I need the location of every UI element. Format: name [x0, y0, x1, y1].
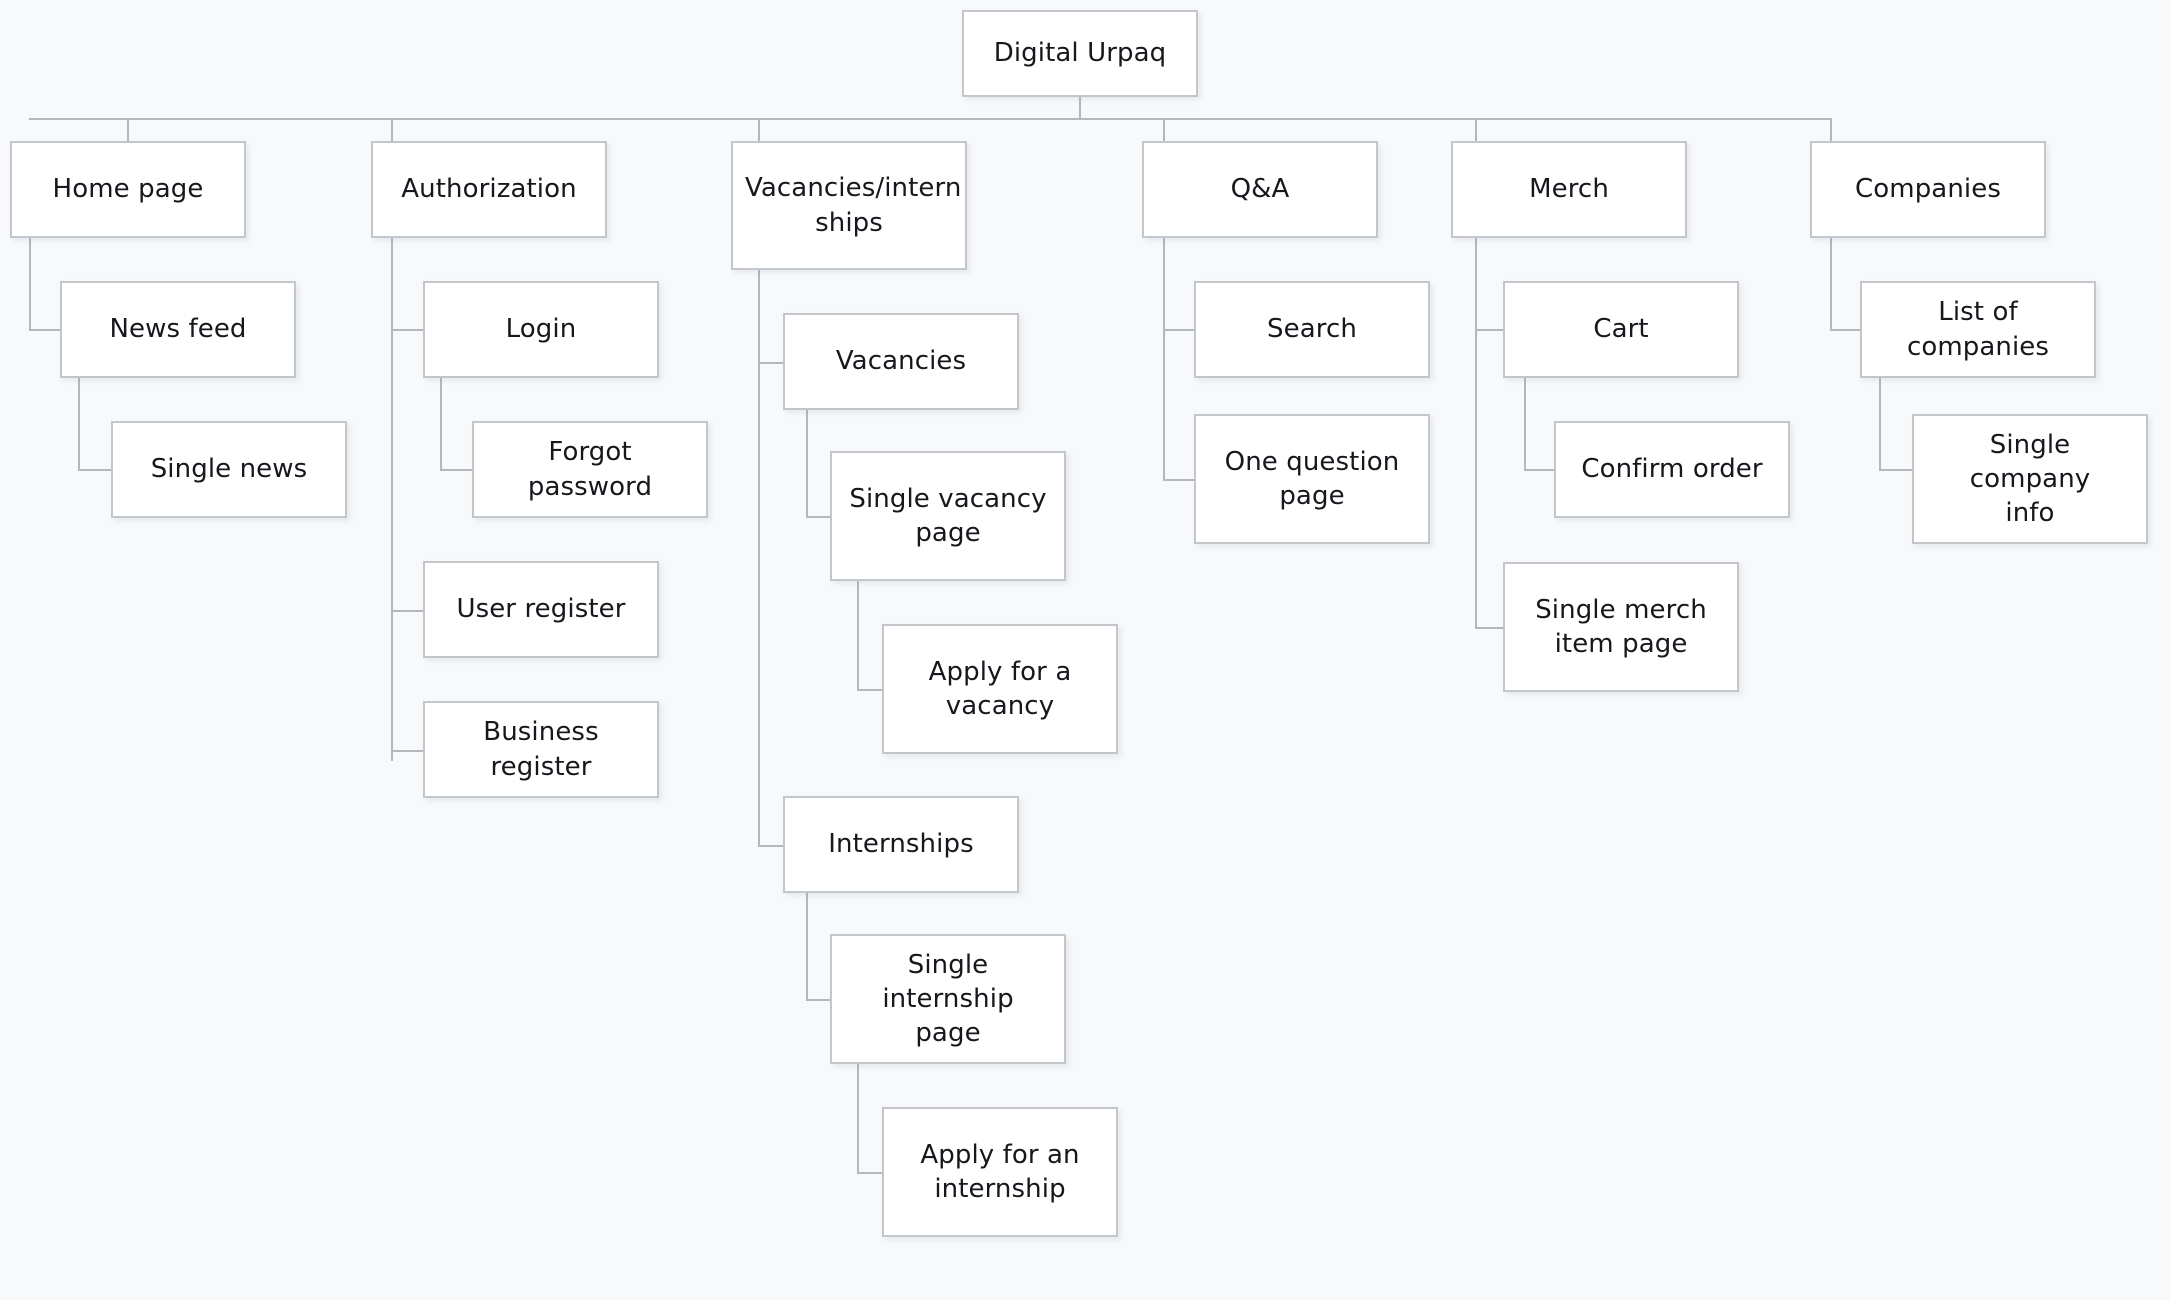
node-label: Cart [1593, 314, 1649, 345]
node-internships[interactable]: Internships [783, 796, 1019, 893]
node-label: Digital Urpaq [993, 38, 1167, 69]
connector-vacancies-internships-spine [758, 270, 760, 846]
connector-merch-spine [1475, 237, 1477, 629]
node-label: Authorization [401, 174, 577, 205]
node-search[interactable]: Search [1194, 281, 1430, 378]
node-label: Confirm order [1581, 454, 1763, 485]
node-news-feed[interactable]: News feed [60, 281, 296, 378]
connector-drop-merch [1475, 118, 1477, 142]
node-label: Home page [52, 174, 204, 205]
node-label: Q&A [1230, 174, 1290, 205]
node-single-internship-page[interactable]: Single internship page [830, 934, 1066, 1064]
node-list-of-companies[interactable]: List of companies [1860, 281, 2096, 378]
node-digital-urpaq[interactable]: Digital Urpaq [962, 10, 1198, 97]
connector-login-to-forgot-password [440, 469, 475, 471]
node-label: Internships [828, 829, 974, 860]
connector-list-companies-spine [1879, 377, 1881, 470]
connector-auth-to-login [391, 329, 426, 331]
node-label: Vacancies [835, 346, 967, 377]
connector-login-spine [440, 377, 442, 470]
node-single-merch-item-page[interactable]: Single merch item page [1503, 562, 1739, 692]
connector-list-to-single-company [1879, 469, 1912, 471]
node-label: Search [1267, 314, 1357, 345]
node-forgot-password[interactable]: Forgot password [472, 421, 708, 518]
node-label: Single internship page [882, 949, 1014, 1049]
connector-drop-home-page [127, 118, 129, 142]
node-label: News feed [109, 314, 247, 345]
node-vacancies-internships[interactable]: Vacancies/intern ships [731, 141, 967, 270]
connector-drop-qa [1163, 118, 1165, 142]
connector-main-bus [29, 118, 1832, 120]
connector-news-feed-to-single-news [78, 469, 113, 471]
node-single-news[interactable]: Single news [111, 421, 347, 518]
connector-vi-to-internships [758, 845, 793, 847]
connector-cart-to-confirm-order [1524, 469, 1554, 471]
connector-drop-vacancies-internships [758, 118, 760, 142]
node-apply-for-a-vacancy[interactable]: Apply for a vacancy [882, 624, 1118, 754]
node-label: User register [456, 594, 626, 625]
node-label: Login [505, 314, 577, 345]
connector-authorization-spine [391, 237, 393, 761]
node-label: Forgot password [527, 437, 653, 502]
connector-internships-to-single-internship [806, 999, 831, 1001]
node-home-page[interactable]: Home page [10, 141, 246, 238]
node-qa[interactable]: Q&A [1142, 141, 1378, 238]
connector-single-internship-spine [857, 1064, 859, 1174]
connector-qa-spine [1163, 237, 1165, 481]
node-companies[interactable]: Companies [1810, 141, 2046, 238]
node-label: Single merch item page [1535, 594, 1707, 659]
connector-vacancies-spine [806, 410, 808, 518]
connector-merch-to-cart [1475, 329, 1510, 331]
connector-single-vacancy-spine [857, 581, 859, 691]
node-authorization[interactable]: Authorization [371, 141, 607, 238]
connector-root-stem [1079, 96, 1081, 120]
connector-cart-spine [1524, 377, 1526, 470]
node-single-company-info[interactable]: Single company info [1912, 414, 2148, 544]
connector-vacancies-to-single-vacancy [806, 516, 831, 518]
connector-home-to-news-feed [29, 329, 64, 331]
node-label: Merch [1529, 174, 1609, 205]
connector-single-internship-to-apply [857, 1172, 884, 1174]
connector-drop-companies [1830, 118, 1832, 142]
connector-qa-to-search [1163, 329, 1198, 331]
connector-auth-to-user-register [391, 610, 426, 612]
node-single-vacancy-page[interactable]: Single vacancy page [830, 451, 1066, 581]
connector-home-spine [29, 237, 31, 330]
node-label: Apply for a vacancy [928, 656, 1072, 721]
node-label: Single news [150, 454, 308, 485]
connector-companies-spine [1830, 237, 1832, 330]
node-user-register[interactable]: User register [423, 561, 659, 658]
node-apply-for-an-internship[interactable]: Apply for an internship [882, 1107, 1118, 1237]
node-label: Single vacancy page [849, 483, 1047, 548]
node-confirm-order[interactable]: Confirm order [1554, 421, 1790, 518]
node-business-register[interactable]: Business register [423, 701, 659, 798]
node-vacancies[interactable]: Vacancies [783, 313, 1019, 410]
node-one-question-page[interactable]: One question page [1194, 414, 1430, 544]
connector-auth-to-business-register [391, 750, 436, 752]
node-label: List of companies [1906, 297, 2050, 362]
node-label: Apply for an internship [920, 1139, 1080, 1204]
connector-drop-authorization [391, 118, 393, 142]
connector-companies-to-list [1830, 329, 1860, 331]
node-merch[interactable]: Merch [1451, 141, 1687, 238]
node-cart[interactable]: Cart [1503, 281, 1739, 378]
node-label: Vacancies/intern ships [745, 173, 962, 238]
connector-vi-to-vacancies [758, 362, 793, 364]
node-label: Single company info [1969, 429, 2091, 529]
node-label: Companies [1855, 174, 2001, 205]
connector-news-feed-spine [78, 377, 80, 470]
connector-merch-to-single-merch-item [1475, 627, 1503, 629]
node-login[interactable]: Login [423, 281, 659, 378]
node-label: One question page [1224, 446, 1400, 511]
connector-qa-to-one-question [1163, 479, 1198, 481]
connector-internships-spine [806, 893, 808, 1001]
node-label: Business register [483, 717, 599, 782]
connector-single-vacancy-to-apply [857, 689, 884, 691]
